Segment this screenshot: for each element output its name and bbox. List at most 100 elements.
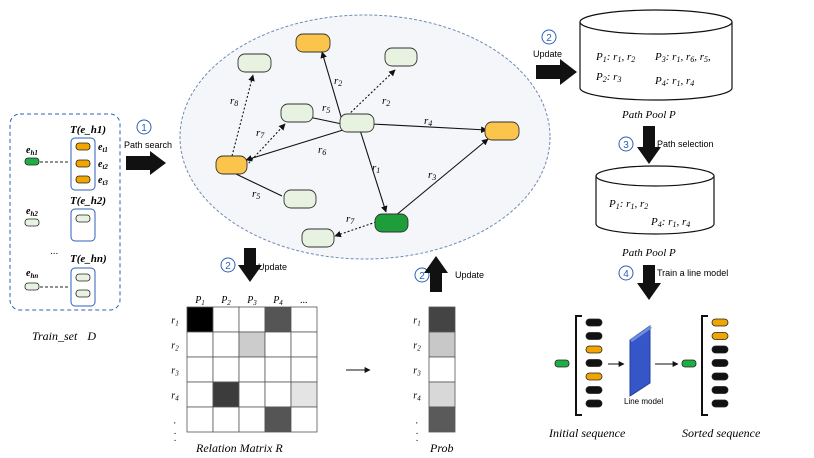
tail-set-label-1: T(e_h1) bbox=[70, 124, 106, 136]
line-model-block bbox=[629, 325, 651, 397]
sequence-item bbox=[711, 345, 729, 354]
sequence-item bbox=[585, 372, 603, 381]
tail-set-box-1 bbox=[70, 137, 96, 191]
matrix-cell bbox=[238, 406, 266, 433]
graph-node bbox=[280, 103, 314, 123]
path-selection-step: 3 Path selection bbox=[618, 126, 714, 164]
matrix-row-label: . bbox=[174, 416, 177, 427]
sequence-item bbox=[711, 372, 729, 381]
svg-text:4: 4 bbox=[623, 269, 629, 280]
edge-label: r7 bbox=[256, 127, 265, 140]
svg-text:2: 2 bbox=[225, 261, 231, 272]
tail-node-2 bbox=[75, 159, 91, 168]
svg-text:1: 1 bbox=[141, 123, 147, 134]
matrix-cell bbox=[186, 406, 214, 433]
matrix-row-label: r3 bbox=[171, 366, 179, 378]
matrix-cell bbox=[264, 406, 292, 433]
svg-text:Update: Update bbox=[455, 270, 484, 280]
graph-node bbox=[374, 213, 409, 233]
svg-text:Path selection: Path selection bbox=[657, 139, 714, 149]
sequence-item bbox=[585, 386, 603, 394]
sequence-item bbox=[585, 345, 603, 354]
edge-label: r7 bbox=[346, 213, 355, 226]
path-selection-arrow bbox=[637, 126, 661, 164]
matrix-cell bbox=[238, 331, 266, 358]
matrix-column-label: ... bbox=[300, 295, 308, 306]
pool-entry: P1: r1, r2 bbox=[608, 198, 648, 211]
matrix-cell bbox=[290, 356, 318, 383]
prob-row-dots: · bbox=[415, 435, 418, 446]
matrix-cell bbox=[238, 306, 266, 333]
tail-node-1 bbox=[75, 142, 91, 151]
matrix-cell bbox=[264, 356, 292, 383]
path-pool-top: P1: r1, r2 P3: r1, r6, r5, P2: r3 P4: r1… bbox=[579, 9, 733, 121]
edge-label: r5 bbox=[252, 188, 260, 201]
matrix-column-label: P4 bbox=[272, 295, 283, 307]
edge-label: r5 bbox=[322, 102, 330, 115]
sequence-item bbox=[585, 399, 603, 408]
sequence-item bbox=[585, 318, 603, 327]
matrix-column-label: P2 bbox=[220, 295, 231, 307]
matrix-row-label: r1 bbox=[171, 316, 178, 328]
prob-row-dots: · bbox=[415, 428, 418, 439]
matrix-cell bbox=[212, 306, 240, 333]
sorted-sequence bbox=[711, 318, 729, 408]
initial-sequence-caption: Initial sequence bbox=[548, 426, 626, 440]
output-entity bbox=[681, 359, 697, 368]
sequence-item bbox=[711, 318, 729, 327]
path-pool-top-caption: Path Pool P bbox=[621, 109, 676, 121]
knowledge-graph: r2 r8 r5 r2 r7 r4 r6 r1 r5 r3 r7 bbox=[179, 14, 551, 260]
line-model-label: Line model bbox=[624, 397, 663, 406]
edge-label: r1 bbox=[372, 162, 380, 175]
update-up-arrow bbox=[424, 256, 448, 292]
matrix-cell bbox=[186, 356, 214, 383]
tail-label-3: et3 bbox=[98, 175, 108, 187]
edge-label: r2 bbox=[382, 95, 390, 108]
prob-row-label: r1 bbox=[413, 316, 420, 328]
tail-node-3 bbox=[75, 175, 91, 184]
path-pool-mid: P1: r1, r2 P4: r1, r4 Path Pool P bbox=[595, 165, 715, 259]
sequence-item bbox=[711, 359, 729, 367]
path-search-step: 1 Path search bbox=[124, 119, 172, 175]
sequence-item bbox=[711, 386, 729, 394]
tail-label-1: et1 bbox=[98, 142, 108, 154]
tail-label-2: et2 bbox=[98, 159, 108, 171]
matrix-cell bbox=[264, 331, 292, 358]
svg-text:Update: Update bbox=[533, 49, 562, 59]
svg-text:Train a line model: Train a line model bbox=[657, 268, 728, 278]
train-line-step: 4 Train a line model bbox=[618, 265, 728, 300]
head-label-2: eh2 bbox=[26, 206, 38, 218]
update-down-step: 2 Update bbox=[220, 248, 287, 282]
tail-set-label-2: T(e_h2) bbox=[70, 195, 106, 207]
head-label-n: ehn bbox=[26, 268, 38, 280]
svg-text:Update: Update bbox=[258, 262, 287, 272]
train-set-ellipsis: ... bbox=[50, 246, 58, 257]
edge-label: r8 bbox=[230, 95, 238, 108]
sorted-sequence-caption: Sorted sequence bbox=[682, 426, 761, 440]
prob-row-label: r2 bbox=[413, 341, 421, 353]
graph-node bbox=[237, 53, 272, 73]
prob-row-label: . bbox=[416, 416, 419, 427]
matrix-column-label: P3 bbox=[246, 295, 257, 307]
svg-text:3: 3 bbox=[623, 140, 629, 151]
pool-entry: P4: r1, r4 bbox=[654, 75, 694, 88]
matrix-cell bbox=[212, 356, 240, 383]
matrix-row-label: r2 bbox=[171, 341, 179, 353]
svg-text:Path search: Path search bbox=[124, 140, 172, 150]
prob-cell bbox=[428, 356, 456, 383]
prob-caption: Prob bbox=[429, 441, 454, 455]
sequence-item bbox=[711, 332, 729, 340]
head-node-1 bbox=[24, 157, 40, 166]
matrix-row-label: r4 bbox=[171, 391, 179, 403]
graph-node bbox=[484, 121, 520, 141]
edge-label: r6 bbox=[318, 144, 326, 157]
path-search-arrow bbox=[126, 151, 166, 175]
graph-node bbox=[295, 33, 331, 53]
update-top-step: 2 Update bbox=[533, 29, 577, 85]
prob-cell bbox=[428, 381, 456, 408]
pool-entry: P4: r1, r4 bbox=[650, 216, 690, 229]
train-set-panel: T(e_h1) et1 et2 et3 eh1 T(e_h2) eh2 ... … bbox=[9, 113, 121, 343]
path-pool-mid-caption: Path Pool P bbox=[621, 247, 676, 259]
head-node-n bbox=[24, 282, 40, 291]
